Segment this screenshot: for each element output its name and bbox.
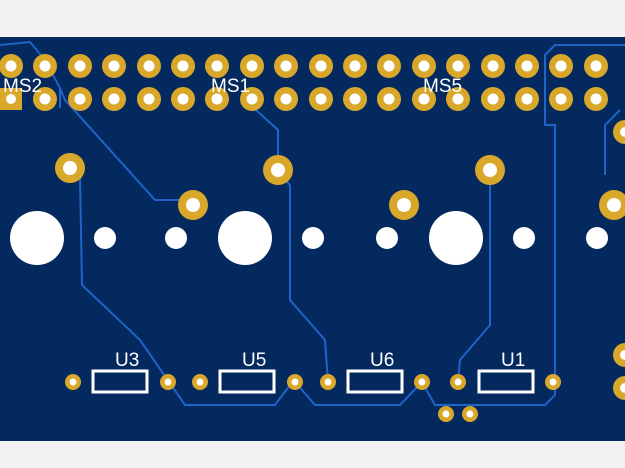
header-pad-hole	[521, 60, 533, 72]
small-pad-hole	[291, 378, 299, 386]
small-pad-hole	[454, 378, 462, 386]
label-u6: U6	[370, 350, 394, 371]
small-pad-hole	[69, 378, 77, 386]
hole	[586, 227, 608, 249]
small-pad-hole	[418, 378, 426, 386]
mount-hole-3	[429, 211, 483, 265]
header-pad-hole	[590, 93, 602, 105]
header-pad-hole	[74, 93, 86, 105]
header-pad-hole	[315, 93, 327, 105]
header-pad-hole	[39, 60, 51, 72]
header-pad-hole	[590, 60, 602, 72]
pin1-hole	[6, 94, 16, 104]
mount-hole-2	[218, 211, 272, 265]
header-pad-hole	[452, 93, 464, 105]
header-pad-hole	[521, 93, 533, 105]
u3-outline	[91, 369, 149, 394]
small-holes	[94, 227, 608, 249]
small-pad-hole	[466, 410, 474, 418]
header-pad-hole	[177, 93, 189, 105]
header-pad-hole	[487, 93, 499, 105]
header-pad-hole	[349, 93, 361, 105]
header-pad-hole	[74, 60, 86, 72]
header-pad-hole	[418, 93, 430, 105]
header-pad-hole	[383, 93, 395, 105]
header-pad-hole	[315, 60, 327, 72]
header-pad-hole	[143, 93, 155, 105]
trace-u1	[457, 172, 491, 383]
header-pad-hole	[418, 60, 430, 72]
header-pad-hole	[246, 93, 258, 105]
header-pad-hole	[280, 60, 292, 72]
edge-pad	[613, 376, 625, 400]
switch-pins	[55, 153, 625, 220]
header-pad-hole	[555, 60, 567, 72]
hole	[165, 227, 187, 249]
label-u5: U5	[242, 350, 266, 371]
header-pad-hole	[177, 60, 189, 72]
edge-pads	[613, 120, 625, 400]
header-pad-hole	[452, 60, 464, 72]
header-pad-hole	[108, 60, 120, 72]
header-pad-hole	[211, 93, 223, 105]
header-pad-hole	[5, 60, 17, 72]
header-pad-hole	[280, 93, 292, 105]
small-pad-hole	[442, 410, 450, 418]
trace-right	[421, 44, 625, 406]
label-u3: U3	[115, 350, 139, 371]
header-pad-hole	[383, 60, 395, 72]
label-u1: U1	[501, 350, 525, 371]
label-ms2: MS2	[3, 76, 42, 97]
u6-outline	[346, 369, 404, 394]
u1-outline	[477, 369, 535, 394]
label-ms5: MS5	[423, 76, 462, 97]
hole	[513, 227, 535, 249]
header-pad-hole	[39, 93, 51, 105]
trace-u6	[294, 381, 423, 406]
mounting-holes	[10, 211, 483, 265]
hole	[94, 227, 116, 249]
header-pad-hole	[211, 60, 223, 72]
header-pad-hole	[246, 60, 258, 72]
trace-edge	[604, 109, 621, 175]
component-pads	[65, 374, 561, 422]
header-pad-hole	[108, 93, 120, 105]
edge-pad	[613, 120, 625, 144]
mount-hole-1	[10, 211, 64, 265]
small-pad-hole	[196, 378, 204, 386]
label-ms1: MS1	[211, 76, 250, 97]
header-pad-hole	[555, 93, 567, 105]
hole	[376, 227, 398, 249]
header-pads	[0, 54, 608, 111]
hole	[302, 227, 324, 249]
small-pad-hole	[549, 378, 557, 386]
component-outlines	[91, 369, 535, 394]
small-pad-hole	[324, 378, 332, 386]
small-pad-hole	[164, 378, 172, 386]
header-pad-hole	[143, 60, 155, 72]
u5-outline	[218, 369, 276, 394]
header-pad-hole	[487, 60, 499, 72]
edge-pad	[613, 343, 625, 367]
header-pad-hole	[349, 60, 361, 72]
